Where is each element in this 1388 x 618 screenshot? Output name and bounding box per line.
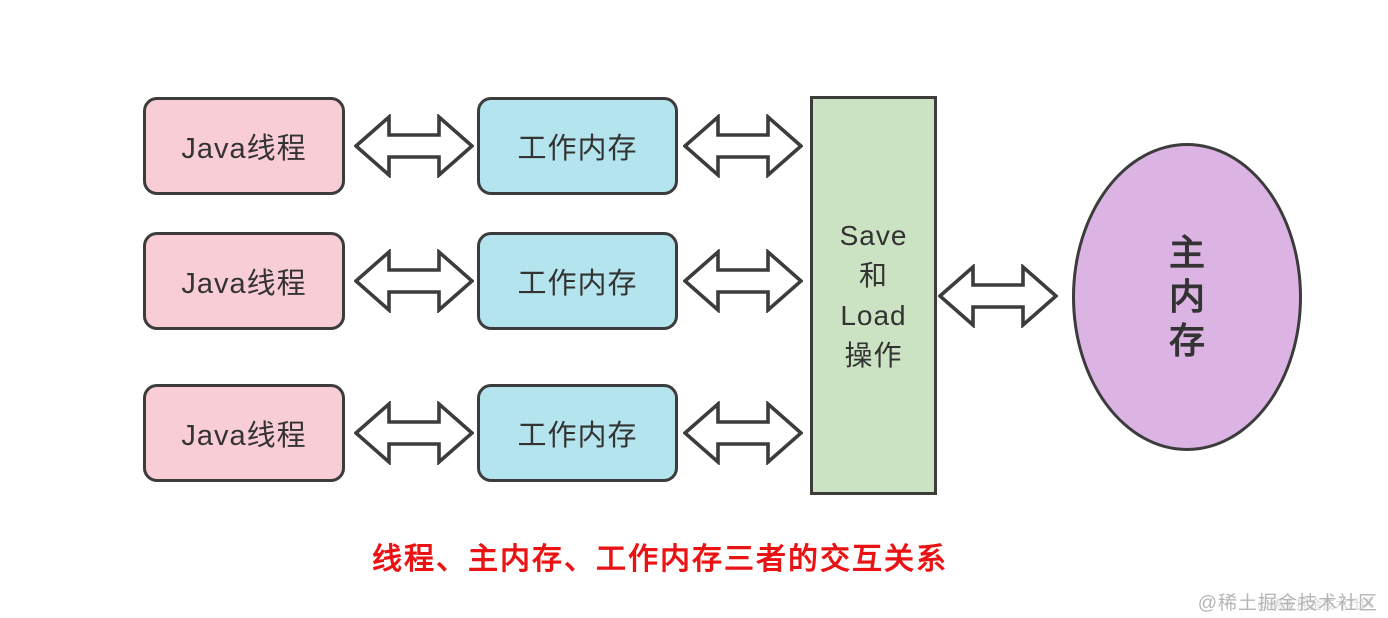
watermark: @稀土掘金技术社区 bbox=[1197, 593, 1378, 614]
working-memory-box-3: 工作内存 bbox=[477, 384, 678, 482]
save-load-line: Load bbox=[840, 299, 907, 331]
save-load-box: Save 和 Load 操作 bbox=[810, 96, 937, 495]
double-arrow-icon bbox=[354, 249, 474, 313]
double-arrow-icon bbox=[938, 264, 1058, 328]
save-load-line: Save bbox=[839, 219, 908, 251]
diagram-caption: 线程、主内存、工作内存三者的交互关系 bbox=[372, 543, 948, 576]
java-thread-label: Java线程 bbox=[181, 268, 307, 300]
java-thread-box-3: Java线程 bbox=[143, 384, 345, 482]
main-memory-label-char: 主 bbox=[1168, 232, 1205, 273]
java-thread-label: Java线程 bbox=[181, 420, 307, 452]
double-arrow-icon bbox=[683, 114, 803, 178]
java-thread-box-1: Java线程 bbox=[143, 97, 345, 195]
java-thread-label: Java线程 bbox=[181, 133, 307, 165]
save-load-line: 操作 bbox=[844, 339, 903, 371]
main-memory-label-char: 存 bbox=[1168, 320, 1205, 361]
double-arrow-icon bbox=[683, 249, 803, 313]
java-thread-box-2: Java线程 bbox=[143, 232, 345, 330]
main-memory-ellipse: 主 内 存 bbox=[1072, 143, 1302, 451]
double-arrow-icon bbox=[354, 401, 474, 465]
working-memory-label: 工作内存 bbox=[517, 420, 638, 452]
working-memory-label: 工作内存 bbox=[517, 268, 638, 300]
working-memory-box-1: 工作内存 bbox=[477, 97, 678, 195]
main-memory-label-char: 内 bbox=[1168, 276, 1205, 317]
working-memory-label: 工作内存 bbox=[517, 133, 638, 165]
watermark-echo: @稀土掘金技术社区 bbox=[1256, 597, 1374, 612]
save-load-line: 和 bbox=[858, 259, 888, 291]
double-arrow-icon bbox=[683, 401, 803, 465]
double-arrow-icon bbox=[354, 114, 474, 178]
working-memory-box-2: 工作内存 bbox=[477, 232, 678, 330]
